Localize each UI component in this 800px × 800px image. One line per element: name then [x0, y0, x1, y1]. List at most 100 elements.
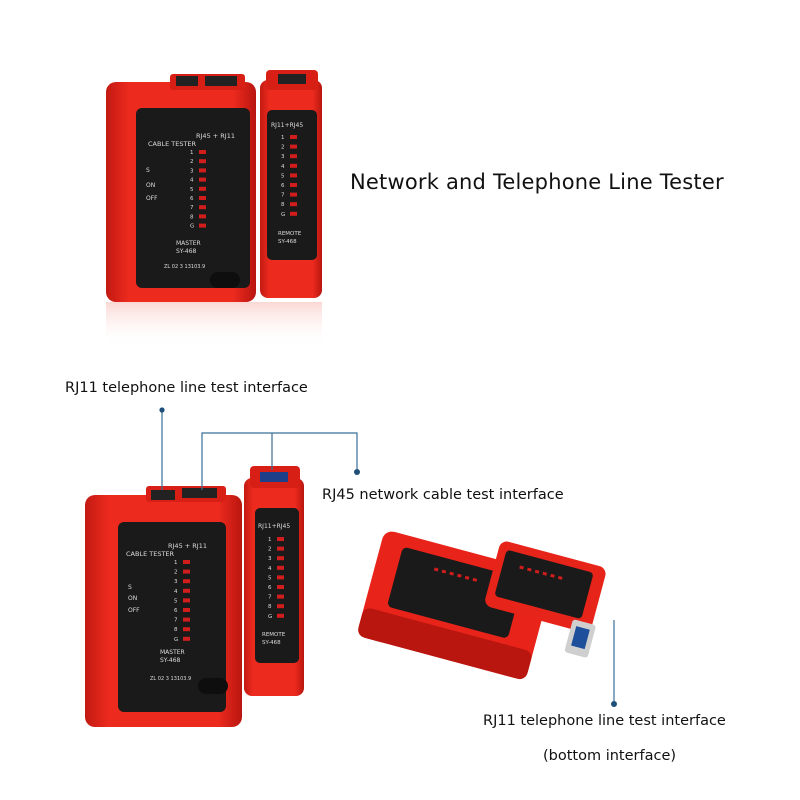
- bottom-master-label-5: 5: [174, 598, 178, 604]
- bottom-remote-led-1: [277, 537, 284, 541]
- top-remote-led-G: [290, 211, 297, 216]
- bottom-interface-label: (bottom interface): [543, 748, 677, 764]
- top-switch-off: OFF: [146, 195, 158, 202]
- bottom-remote-label-1: 1: [268, 537, 272, 543]
- rj11-bottom-label: RJ11 telephone line test interface: [483, 713, 726, 729]
- bottom-remote-label-7: 7: [268, 595, 272, 601]
- top-serial: ZL 02 3 13103.9: [164, 264, 205, 270]
- top-remote-led-6: [290, 183, 297, 187]
- top-master-model-2: SY-468: [176, 248, 197, 255]
- bottom-remote-label-2: 2: [268, 547, 272, 553]
- top-remote-led-3: [290, 154, 297, 159]
- bottom-master-led-7: [183, 617, 190, 622]
- top-master-led-1: [199, 150, 206, 154]
- bottom-remote-led-5: [277, 575, 284, 580]
- bottom-remote-header: RJ11+RJ45: [258, 523, 290, 530]
- bottom-remote-led-8: [277, 604, 284, 609]
- angled-tester-unit: [358, 531, 606, 680]
- top-master-label-5: 5: [190, 187, 194, 193]
- bottom-serial: ZL 02 3 13103.9: [150, 676, 191, 682]
- bottom-master-led-G: [183, 636, 190, 641]
- top-master-label-7: 7: [190, 205, 194, 211]
- bottom-master-label-3: 3: [174, 579, 178, 585]
- top-master-label-G: G: [190, 224, 194, 230]
- top-remote-label-8: 8: [281, 202, 285, 208]
- bottom-master-led-5: [183, 598, 190, 603]
- bottom-master-unit: CABLE TESTER RJ45 + RJ11 S ON OFF MASTER…: [85, 486, 242, 727]
- bottom-remote-led-2: [277, 546, 284, 551]
- callout-lines: [161, 410, 615, 704]
- top-remote-led-2: [290, 144, 297, 149]
- top-master-label-2: 2: [190, 159, 194, 165]
- top-master-ports: RJ45 + RJ11: [196, 132, 235, 140]
- bottom-master-led-4: [183, 588, 190, 593]
- top-remote-header: RJ11+RJ45: [271, 122, 303, 129]
- bottom-remote-model-1: REMOTE: [262, 632, 286, 638]
- top-remote-label-5: 5: [281, 173, 285, 179]
- top-master-label-8: 8: [190, 214, 194, 220]
- top-remote-label-2: 2: [281, 145, 285, 151]
- top-master-led-3: [199, 168, 206, 173]
- bottom-remote-model-2: SY-468: [262, 640, 281, 646]
- bottom-master-label-7: 7: [174, 618, 178, 624]
- top-master-led-5: [199, 186, 206, 191]
- top-master-led-G: [199, 223, 206, 228]
- bottom-switch-off: OFF: [128, 607, 140, 614]
- top-master-model-1: MASTER: [176, 240, 201, 247]
- top-switch-on: ON: [146, 182, 155, 189]
- bottom-remote-led-6: [277, 585, 284, 589]
- bottom-remote-led-7: [277, 594, 284, 599]
- top-master-led-4: [199, 177, 206, 182]
- bottom-remote-label-8: 8: [268, 604, 272, 610]
- top-switch-s: S: [146, 167, 150, 174]
- bottom-remote-label-5: 5: [268, 575, 272, 581]
- bottom-master-label-6: 6: [174, 608, 178, 614]
- bottom-master-led-2: [183, 569, 190, 574]
- bottom-master-label-1: 1: [174, 560, 178, 566]
- bottom-master-model-1: MASTER: [160, 649, 185, 656]
- bottom-remote-led-G: [277, 613, 284, 618]
- bottom-master-led-6: [183, 608, 190, 612]
- bottom-master-header: CABLE TESTER: [126, 550, 175, 558]
- top-remote-led-5: [290, 173, 297, 178]
- top-master-led-8: [199, 214, 206, 219]
- top-remote-label-G: G: [281, 212, 285, 218]
- bottom-master-led-8: [183, 627, 190, 632]
- top-master-label-6: 6: [190, 196, 194, 202]
- bottom-remote-label-G: G: [268, 614, 272, 620]
- top-master-label-3: 3: [190, 168, 194, 174]
- top-master-unit: CABLE TESTER RJ45 + RJ11 S ON OFF MASTER…: [106, 74, 256, 302]
- bottom-switch-s: S: [128, 584, 132, 591]
- top-master-led-2: [199, 159, 206, 164]
- top-remote-label-4: 4: [281, 164, 285, 170]
- top-remote-model-1: REMOTE: [278, 231, 302, 237]
- callout-dots: [159, 407, 617, 707]
- top-master-header: CABLE TESTER: [148, 140, 197, 148]
- bottom-remote-label-3: 3: [268, 556, 272, 562]
- bottom-master-label-8: 8: [174, 627, 178, 633]
- bottom-switch-on: ON: [128, 595, 137, 602]
- bottom-remote-label-6: 6: [268, 585, 272, 591]
- top-remote-model-2: SY-468: [278, 239, 297, 245]
- top-remote-led-1: [290, 135, 297, 139]
- bottom-master-label-G: G: [174, 637, 178, 643]
- top-remote-led-4: [290, 163, 297, 168]
- page-title: Network and Telephone Line Tester: [350, 170, 724, 194]
- top-master-label-1: 1: [190, 150, 194, 156]
- bottom-remote-label-4: 4: [268, 566, 272, 572]
- bottom-master-led-1: [183, 560, 190, 564]
- top-remote-label-7: 7: [281, 193, 285, 199]
- bottom-master-label-4: 4: [174, 589, 178, 595]
- top-remote-label-1: 1: [281, 135, 285, 141]
- rj11-top-label: RJ11 telephone line test interface: [65, 380, 308, 396]
- bottom-remote-unit: RJ11+RJ45 REMOTE SY-468 1 2 3 4 5 6 7 8G: [244, 466, 304, 696]
- rj45-label: RJ45 network cable test interface: [322, 487, 564, 503]
- top-master-led-6: [199, 196, 206, 200]
- bottom-master-led-3: [183, 579, 190, 584]
- top-remote-led-8: [290, 202, 297, 207]
- bottom-remote-led-4: [277, 565, 284, 570]
- bottom-remote-led-3: [277, 556, 284, 561]
- bottom-master-ports: RJ45 + RJ11: [168, 542, 207, 550]
